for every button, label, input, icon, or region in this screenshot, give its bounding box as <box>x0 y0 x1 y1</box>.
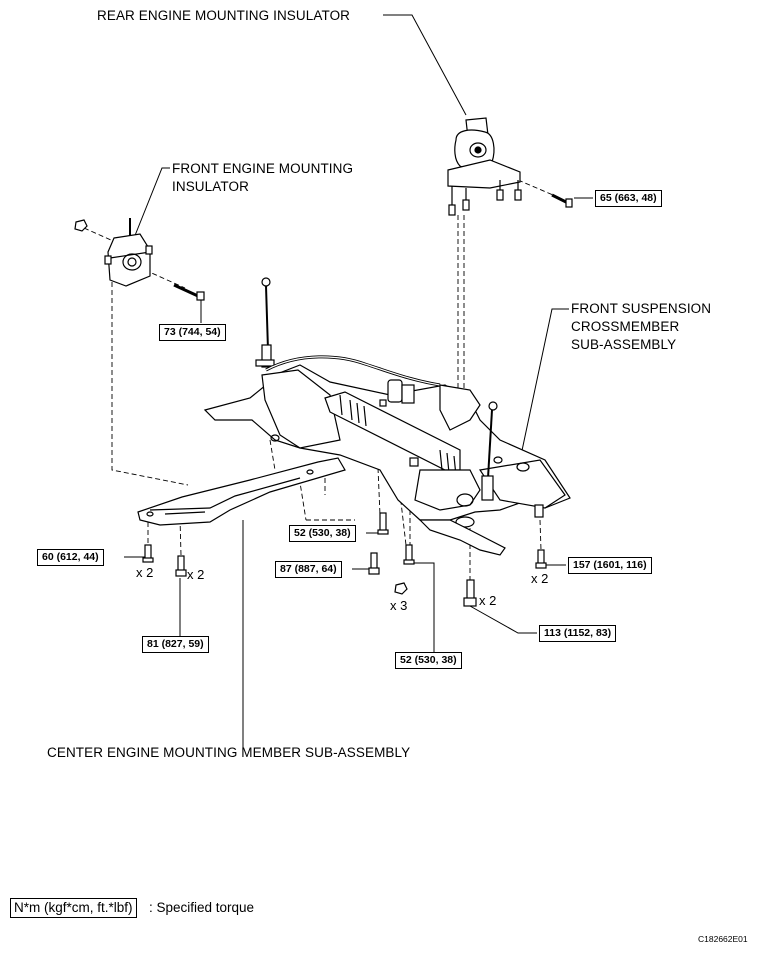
quantity-60: x 2 <box>136 565 154 580</box>
front-mount-bolt <box>173 283 205 301</box>
quantity-157: x 2 <box>531 571 549 586</box>
torque-81: 81 (827, 59) <box>142 636 209 653</box>
front-suspension-crossmember <box>203 355 571 556</box>
torque-60: 60 (612, 44) <box>37 549 104 566</box>
front-suspension-crossmember-label-line2: CROSSMEMBER <box>571 319 680 334</box>
legend-unit-box: N*m (kgf*cm, ft.*lbf) <box>10 898 137 918</box>
torque-65: 65 (663, 48) <box>595 190 662 207</box>
quantity-81: x 2 <box>187 567 205 582</box>
center-engine-mounting-member <box>137 457 346 526</box>
torque-52-upper: 52 (530, 38) <box>289 525 356 542</box>
stabilizer-link-left <box>255 277 275 368</box>
front-suspension-crossmember-label-line3: SUB-ASSEMBLY <box>571 337 677 352</box>
torque-87: 87 (887, 64) <box>275 561 342 578</box>
bolts <box>142 512 547 607</box>
legend-description: : Specified torque <box>149 900 255 915</box>
center-engine-mounting-member-label: CENTER ENGINE MOUNTING MEMBER SUB-ASSEMB… <box>47 745 411 760</box>
rear-mount-bolt <box>551 193 573 208</box>
torque-52-lower: 52 (530, 38) <box>395 652 462 669</box>
quantity-52: x 3 <box>390 598 408 613</box>
front-engine-mounting-insulator <box>104 218 153 287</box>
rear-engine-mounting-insulator <box>447 117 522 216</box>
front-mount-nut <box>74 219 88 232</box>
torque-157: 157 (1601, 116) <box>568 557 652 574</box>
front-engine-mounting-insulator-label-line2: INSULATOR <box>172 179 249 194</box>
front-suspension-crossmember-label-line1: FRONT SUSPENSION <box>571 301 712 316</box>
figure-code: C182662E01 <box>698 934 748 944</box>
leader-lines <box>124 14 593 750</box>
front-engine-mounting-insulator-label-line1: FRONT ENGINE MOUNTING <box>172 161 354 176</box>
torque-73: 73 (744, 54) <box>159 324 226 341</box>
quantity-113: x 2 <box>479 593 497 608</box>
torque-113: 113 (1152, 83) <box>539 625 617 642</box>
rear-engine-mounting-insulator-label: REAR ENGINE MOUNTING INSULATOR <box>97 8 351 23</box>
